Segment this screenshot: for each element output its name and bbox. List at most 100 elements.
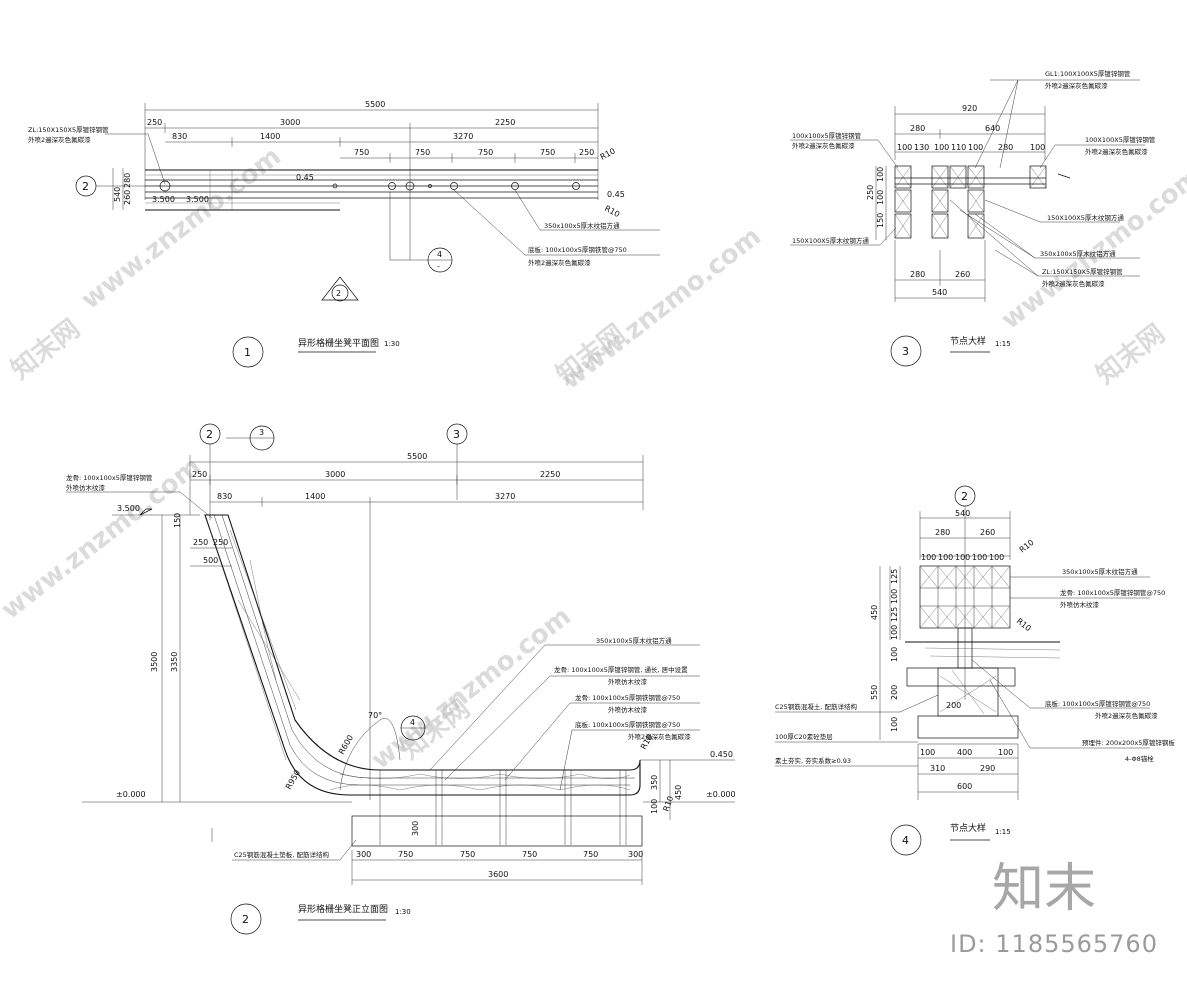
d4-note-soil: 素土夯实, 夯实系数≥0.93 bbox=[775, 756, 851, 765]
plan-dim-r1-c: 2250 bbox=[495, 118, 515, 127]
plan-dim-left-c: 540 bbox=[113, 187, 122, 202]
detail3-view: 920 280 640 100 130 100 110 100 280 100 … bbox=[790, 69, 1156, 367]
elev-footing bbox=[351, 815, 643, 847]
d3-dim-left-c: 100 bbox=[876, 190, 885, 205]
d4-radius-top: R10 bbox=[1018, 538, 1036, 555]
d4-dim-left-total-a: 450 bbox=[870, 605, 879, 620]
plan-dim-r3-a: 750 bbox=[354, 148, 369, 157]
watermark-site: www.znzmo.com bbox=[996, 162, 1187, 336]
plan-view-number: 1 bbox=[244, 346, 251, 359]
elev-view-number: 2 bbox=[242, 913, 249, 926]
d3-dim-left-a: 100 bbox=[876, 167, 885, 182]
plan-dim-r1-b: 3000 bbox=[280, 118, 300, 127]
d4-note-keel-sub: 外喷仿木纹漆 bbox=[1060, 600, 1100, 609]
d4-dim-sub-5: 100 bbox=[989, 553, 1004, 562]
plan-dim-r2-c: 3270 bbox=[453, 132, 473, 141]
elev-axis-bubble-c: 3 bbox=[453, 428, 460, 441]
elev-axis-bubble-a: 2 bbox=[206, 428, 213, 441]
d4-dim-small-a: 100 bbox=[890, 647, 899, 662]
elev-dim-left-b: 250 bbox=[193, 538, 208, 547]
elev-level-ground: ±0.000 bbox=[116, 790, 146, 799]
elevation-view: 2 3 3 5500 250 3000 2250 830 1400 3270 3… bbox=[66, 423, 736, 935]
plan-note-beam: 350x100x5厚木纹铝方通 bbox=[544, 221, 620, 230]
elev-dim-left-a: 150 bbox=[173, 513, 182, 528]
d3-note-right: 100X100X5厚镀锌钢管 bbox=[1085, 135, 1156, 144]
d4-note-keel: 龙骨: 100x100x5厚镀锌钢管@750 bbox=[1060, 588, 1165, 597]
d3-note-gl: GL1:100X100X5厚镀锌钢管 bbox=[1045, 69, 1131, 78]
watermark-layer: www.znzmo.com www.znzmo.com www.znzmo.co… bbox=[0, 142, 1187, 776]
d4-view-title: 节点大样 bbox=[950, 822, 986, 834]
elev-base-total: 3600 bbox=[488, 870, 508, 879]
watermark-brand-sub: 知末网 bbox=[1091, 319, 1171, 391]
elev-base-d2: 750 bbox=[398, 850, 413, 859]
d4-small-dim: 200 bbox=[946, 701, 961, 710]
plan-elev-c: 0.45 bbox=[607, 190, 625, 199]
elev-dim-r2-c: 3270 bbox=[495, 492, 515, 501]
elev-radius-outer: R950 bbox=[284, 768, 302, 791]
elev-axis-bubble-b: 3 bbox=[259, 428, 264, 437]
d4-dim-bottom-c: 100 bbox=[998, 748, 1013, 757]
d4-dim-stack-2: 100 bbox=[890, 589, 899, 604]
d4-dim-small-b: 200 bbox=[890, 685, 899, 700]
d3-note-beam: 350x100x5厚木纹铝方通 bbox=[1040, 249, 1116, 258]
elev-note-keel2-sub: 外喷仿木纹漆 bbox=[608, 705, 648, 714]
watermark-site: www.znzmo.com bbox=[366, 602, 577, 776]
elev-base-d5: 750 bbox=[583, 850, 598, 859]
d4-dim-sub-3: 100 bbox=[955, 553, 970, 562]
elev-dim-r1-b: 3000 bbox=[325, 470, 345, 479]
d3-dim-bottom-b: 260 bbox=[955, 270, 970, 279]
plan-elev-a: 3.500 bbox=[152, 195, 175, 204]
d3-dim-bottom-a: 280 bbox=[910, 270, 925, 279]
elev-dim-left-c: 250 bbox=[213, 538, 228, 547]
d4-view-scale: 1:15 bbox=[995, 828, 1011, 836]
brand-block: 知末 ID: 1185565760 bbox=[950, 859, 1157, 958]
plan-note-base-sub: 外喷2遍深灰色氟碳漆 bbox=[528, 258, 591, 267]
plan-dim-r3-b: 750 bbox=[415, 148, 430, 157]
d4-dim-total: 540 bbox=[955, 509, 970, 518]
elev-note-keel2: 龙骨: 100x100x5厚钢铁钢管@750 bbox=[575, 693, 680, 702]
plan-dim-overall: 5500 bbox=[365, 100, 385, 109]
elev-view-scale: 1:30 bbox=[395, 908, 411, 916]
d4-dim-stack-3: 125 bbox=[890, 607, 899, 622]
plan-dim-r3-d: 750 bbox=[540, 148, 555, 157]
elev-dim-h-sub: 3350 bbox=[170, 652, 179, 672]
plan-dim-left-b: 260 bbox=[123, 190, 132, 205]
elev-base-d3: 750 bbox=[460, 850, 475, 859]
svg-text:-: - bbox=[437, 262, 440, 271]
d4-dim-sub-4: 100 bbox=[972, 553, 987, 562]
d3-dim-left-d: 150 bbox=[876, 213, 885, 228]
d4-note-base-sub: 外喷2遍深灰色氟碳漆 bbox=[1095, 711, 1158, 720]
elev-level-top: 3.500 bbox=[117, 504, 140, 513]
plan-section-mark: 2 bbox=[336, 289, 341, 298]
elev-note-base: 底板: 100x100x5厚钢铁钢管@750 bbox=[575, 720, 680, 729]
d3-note-wood-r: 150X100X5厚木纹钢方通 bbox=[1047, 213, 1124, 222]
d4-axis-bubble: 2 bbox=[961, 490, 968, 503]
plan-note-base: 底板: 100x100x5厚钢铁管@750 bbox=[528, 245, 627, 254]
d3-view-number: 3 bbox=[902, 345, 909, 358]
d4-tube-grid bbox=[919, 565, 1011, 669]
elev-dim-right-c: 100 bbox=[650, 799, 659, 814]
d3-dim-sub-1: 100 bbox=[897, 143, 912, 152]
d3-note-zl-sub: 外喷2遍深灰色氟碳漆 bbox=[1042, 279, 1105, 288]
d3-dim-bottom-total: 540 bbox=[932, 288, 947, 297]
elev-angle: 70° bbox=[368, 711, 382, 720]
plan-level-mark: 0.45 bbox=[296, 173, 314, 182]
plan-view: 5500 250 3000 2250 830 1400 3270 750 750… bbox=[28, 100, 660, 368]
d3-tube-row bbox=[894, 165, 1071, 239]
d3-dim-sub-6: 280 bbox=[998, 143, 1013, 152]
elev-dim-overall: 5500 bbox=[407, 452, 427, 461]
elev-level-ground-r: ±0.000 bbox=[706, 790, 736, 799]
elev-dim-r1-a: 250 bbox=[192, 470, 207, 479]
elev-radius-inner: R600 bbox=[337, 733, 355, 756]
d3-dim-top-a: 280 bbox=[910, 124, 925, 133]
plan-radius-bottom: R10 bbox=[603, 204, 621, 219]
d3-dim-sub-3: 100 bbox=[934, 143, 949, 152]
d4-dim-bottom-b: 400 bbox=[957, 748, 972, 757]
d3-view-title: 节点大样 bbox=[950, 335, 986, 347]
watermark-site: www.znzmo.com bbox=[76, 142, 287, 316]
d4-dim-stack-4: 100 bbox=[890, 625, 899, 640]
plan-view-title: 异形格栅坐凳平面图 bbox=[298, 337, 379, 349]
d4-dim-small-c: 100 bbox=[890, 717, 899, 732]
d3-dim-top-b: 640 bbox=[985, 124, 1000, 133]
plan-axis-bubble: 2 bbox=[82, 180, 89, 193]
